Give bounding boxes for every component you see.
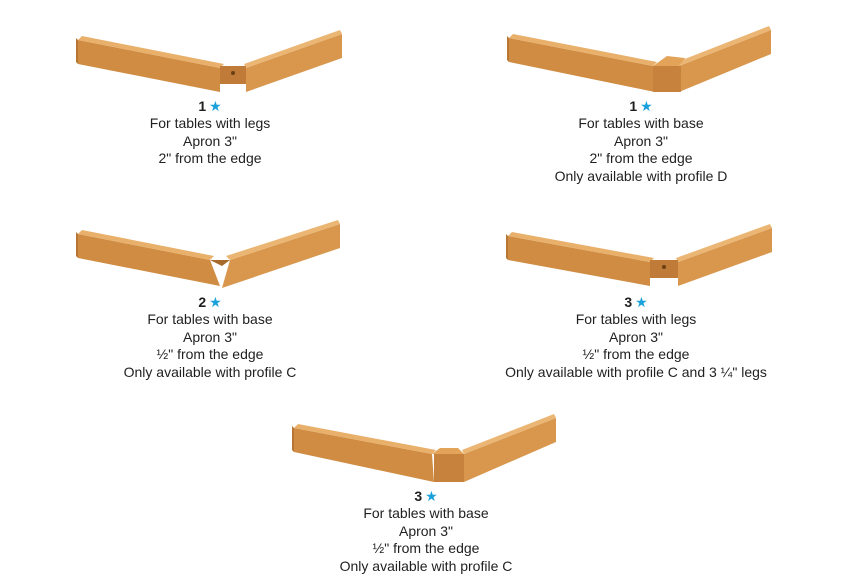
rating-number: 3 <box>414 488 423 504</box>
caption-line: Apron 3" <box>182 132 237 149</box>
caption-line: ½" from the edge <box>372 540 480 556</box>
rating-number: 3 <box>624 294 633 310</box>
apron-option-4: 3★ For tables with legs Apron 3" ½" from… <box>436 196 836 386</box>
star-icon: ★ <box>635 294 648 310</box>
caption-line: ½" from the edge <box>156 346 264 362</box>
caption-line: For tables with legs <box>575 311 697 327</box>
caption-line: For tables with base <box>147 311 273 327</box>
caption-line: 2" from the edge <box>158 150 262 166</box>
option-caption: 1★ For tables with legs Apron 3" 2" from… <box>10 98 410 168</box>
caption-line: 2" from the edge <box>589 150 693 166</box>
apron-option-1: 1★ For tables with legs Apron 3" 2" from… <box>10 0 410 175</box>
option-caption: 1★ For tables with base Apron 3" 2" from… <box>441 98 841 185</box>
rating-number: 2 <box>198 294 207 310</box>
caption-line: For tables with base <box>363 505 489 521</box>
apron-corner-base-image <box>507 26 771 92</box>
caption-line: Apron 3" <box>182 328 237 345</box>
option-caption: 2★ For tables with base Apron 3" ½" from… <box>10 294 410 381</box>
option-caption: 3★ For tables with base Apron 3" ½" from… <box>226 488 626 575</box>
apron-corner-base-image <box>76 220 340 288</box>
caption-line: Apron 3" <box>398 522 453 539</box>
caption-line: For tables with legs <box>149 115 271 131</box>
caption-line: Only available with profile C <box>123 363 297 380</box>
caption-line: Apron 3" <box>613 132 668 149</box>
star-icon: ★ <box>640 98 653 114</box>
rating-number: 1 <box>198 98 207 114</box>
apron-corner-legs-image <box>506 224 772 286</box>
rating-number: 1 <box>629 98 638 114</box>
apron-option-3: 2★ For tables with base Apron 3" ½" from… <box>10 196 410 386</box>
caption-line: ½" from the edge <box>582 346 690 362</box>
apron-corner-legs-image <box>76 30 342 92</box>
option-caption: 3★ For tables with legs Apron 3" ½" from… <box>436 294 836 381</box>
caption-line: Only available with profile C and 3 ¼" l… <box>505 363 767 380</box>
apron-option-5: 3★ For tables with base Apron 3" ½" from… <box>226 392 626 582</box>
caption-line: Only available with profile D <box>554 167 728 184</box>
apron-corner-base-image <box>292 414 556 482</box>
star-icon: ★ <box>209 294 222 310</box>
caption-line: For tables with base <box>578 115 704 131</box>
star-icon: ★ <box>425 488 438 504</box>
apron-option-2: 1★ For tables with base Apron 3" 2" from… <box>441 0 841 190</box>
caption-line: Only available with profile C <box>339 557 513 574</box>
caption-line: Apron 3" <box>608 328 663 345</box>
star-icon: ★ <box>209 98 222 114</box>
